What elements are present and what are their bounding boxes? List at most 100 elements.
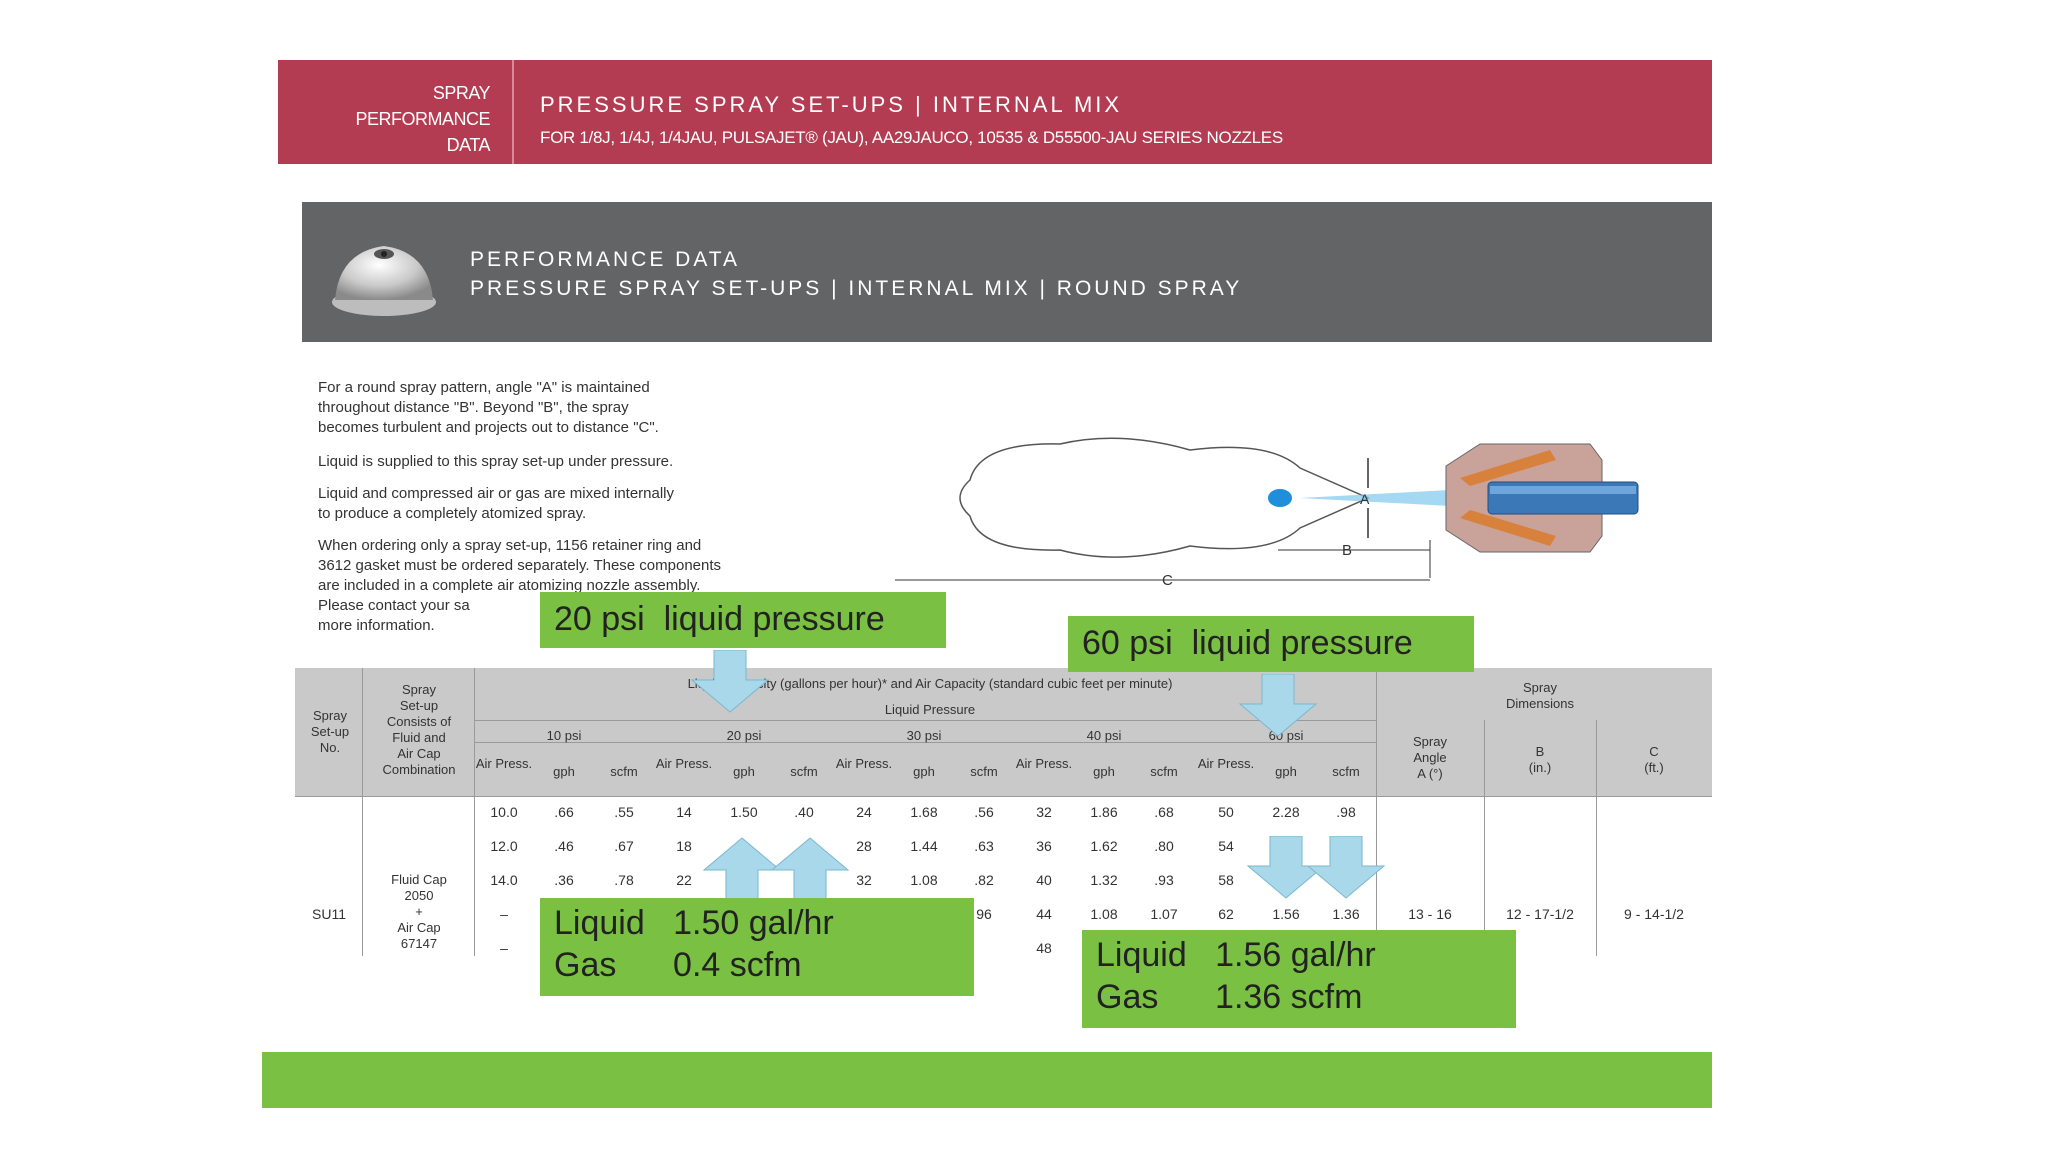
sub-header-scfm: scfm (1150, 764, 1178, 779)
table-cell: .98 (1336, 804, 1356, 820)
table-cell: .40 (794, 804, 814, 820)
sub-header-air-press: Air Press. (475, 756, 533, 771)
callout-20psi: 20 psi liquid pressure (540, 592, 946, 648)
col-header-setup-no: Spray Set-up No. (300, 708, 360, 756)
callout-gas: Gas 0.4 scfm (554, 946, 802, 984)
dim-b-value: 12 - 17-1/2 (1506, 906, 1574, 922)
table-cell: 96 (976, 906, 992, 922)
pressure-header-20: 20 psi (726, 728, 762, 743)
red-header-banner (278, 60, 1712, 164)
body-line: 67147 (400, 936, 438, 951)
callout-20psi-result: Liquid 1.50 gal/hr Gas 0.4 scfm (540, 898, 974, 996)
text-line: Liquid is supplied to this spray set-up … (318, 453, 674, 470)
table-cell: .63 (974, 838, 994, 854)
label-b: B (1342, 542, 1352, 559)
spray-cone (1300, 490, 1450, 506)
body-line: Air Cap (397, 920, 441, 935)
table-cell: .67 (614, 838, 634, 854)
callout-liquid: Liquid 1.50 gal/hr (554, 904, 834, 942)
table-cell: 14 (676, 804, 692, 820)
header-line: No. (319, 740, 341, 755)
table-divider (474, 742, 1376, 743)
header-line: Angle (1413, 750, 1447, 765)
spray-performance-data-label: SPRAY PERFORMANCE DATA (290, 80, 490, 158)
sub-header-gph: gph (733, 764, 755, 779)
label-c: C (1162, 572, 1173, 589)
text-line: For a round spray pattern, angle "A" is … (318, 379, 650, 396)
table-cell: 18 (676, 838, 692, 854)
table-cell: 10.0 (490, 804, 518, 820)
table-cell: 1.86 (1090, 804, 1118, 820)
down-arrow-icon (1238, 674, 1318, 737)
sub-header-scfm: scfm (610, 764, 638, 779)
text-line: throughout distance "B". Beyond "B", the… (318, 399, 629, 416)
consists-value: Fluid Cap 2050 + Air Cap 67147 (366, 872, 472, 952)
table-cell: 50 (1218, 804, 1234, 820)
header-line: (ft.) (1644, 760, 1664, 775)
callout-text: 20 psi liquid pressure (554, 600, 885, 638)
table-cell: .46 (554, 838, 574, 854)
header-line: Spray (402, 682, 436, 697)
sub-header-air-press: Air Press. (835, 756, 893, 771)
callout-liquid: Liquid 1.56 gal/hr (1096, 936, 1376, 974)
sub-header-air-press: Air Press. (655, 756, 713, 771)
description-paragraph: For a round spray pattern, angle "A" is … (318, 378, 659, 438)
dims-header: Spray Dimensions (1440, 680, 1640, 712)
text-line: Liquid and compressed air or gas are mix… (318, 485, 675, 502)
down-arrow-icon (690, 650, 770, 713)
liquid-pressure-header: Liquid Pressure (884, 702, 976, 717)
description-paragraph: Liquid and compressed air or gas are mix… (318, 484, 674, 524)
table-cell: 32 (856, 872, 872, 888)
table-cell: 62 (1218, 906, 1234, 922)
sub-header-gph: gph (913, 764, 935, 779)
text-line: When ordering only a spray set-up, 1156 … (318, 537, 702, 554)
text-line: Please contact your sa (318, 597, 470, 614)
header-line: (in.) (1528, 760, 1552, 775)
header-line: Spray (1523, 680, 1557, 695)
dim-c-value: 9 - 14-1/2 (1624, 906, 1684, 922)
text-line: are included in a complete air atomizing… (318, 577, 701, 594)
callout-60psi: 60 psi liquid pressure (1068, 616, 1474, 672)
air-cap-image (332, 246, 436, 316)
table-cell: .55 (614, 804, 634, 820)
table-cell: 1.32 (1090, 872, 1118, 888)
sub-header-air-press: Air Press. (1015, 756, 1073, 771)
pressure-header-10: 10 psi (546, 728, 582, 743)
body-line: Fluid Cap (391, 872, 447, 887)
col-header-consists: Spray Set-up Consists of Fluid and Air C… (366, 682, 472, 778)
header-line: Set-up (399, 698, 439, 713)
capacity-group-header: Liquid Capacity (gallons per hour)* and … (687, 676, 1173, 691)
table-cell: .93 (1154, 872, 1174, 888)
table-cell: 54 (1218, 838, 1234, 854)
table-cell: 2.28 (1272, 804, 1300, 820)
header-left-line: SPRAY (432, 83, 491, 103)
table-cell: – (500, 906, 508, 922)
table-divider (1484, 720, 1485, 956)
table-cell: 1.07 (1150, 906, 1178, 922)
table-cell: 1.68 (910, 804, 938, 820)
table-cell: .36 (554, 872, 574, 888)
description-paragraph: When ordering only a spray set-up, 1156 … (318, 536, 721, 636)
pressure-header-40: 40 psi (1086, 728, 1122, 743)
header-left-line: PERFORMANCE (355, 109, 490, 129)
header-line: Combination (382, 762, 456, 777)
spray-core (1268, 489, 1292, 507)
table-cell: 44 (1036, 906, 1052, 922)
header-line: Set-up (310, 724, 350, 739)
up-arrow-icon (770, 837, 850, 900)
header-line: A (°) (1417, 766, 1443, 781)
text-line: to produce a completely atomized spray. (318, 505, 587, 522)
sub-header-air-press: Air Press. (1197, 756, 1255, 771)
table-divider (362, 668, 363, 956)
header-left-line: DATA (446, 135, 491, 155)
text-line: becomes turbulent and projects out to di… (318, 419, 659, 436)
label-a: A (1360, 491, 1370, 507)
performance-data-banner (302, 202, 1712, 342)
table-cell: 22 (676, 872, 692, 888)
table-cell: 40 (1036, 872, 1052, 888)
down-arrow-icon (1306, 836, 1386, 899)
header-line: Dimensions (1506, 696, 1574, 711)
bottom-green-bar (262, 1052, 1712, 1108)
spray-pattern-diagram: A B C (895, 437, 1639, 589)
text-line: more information. (318, 617, 435, 634)
